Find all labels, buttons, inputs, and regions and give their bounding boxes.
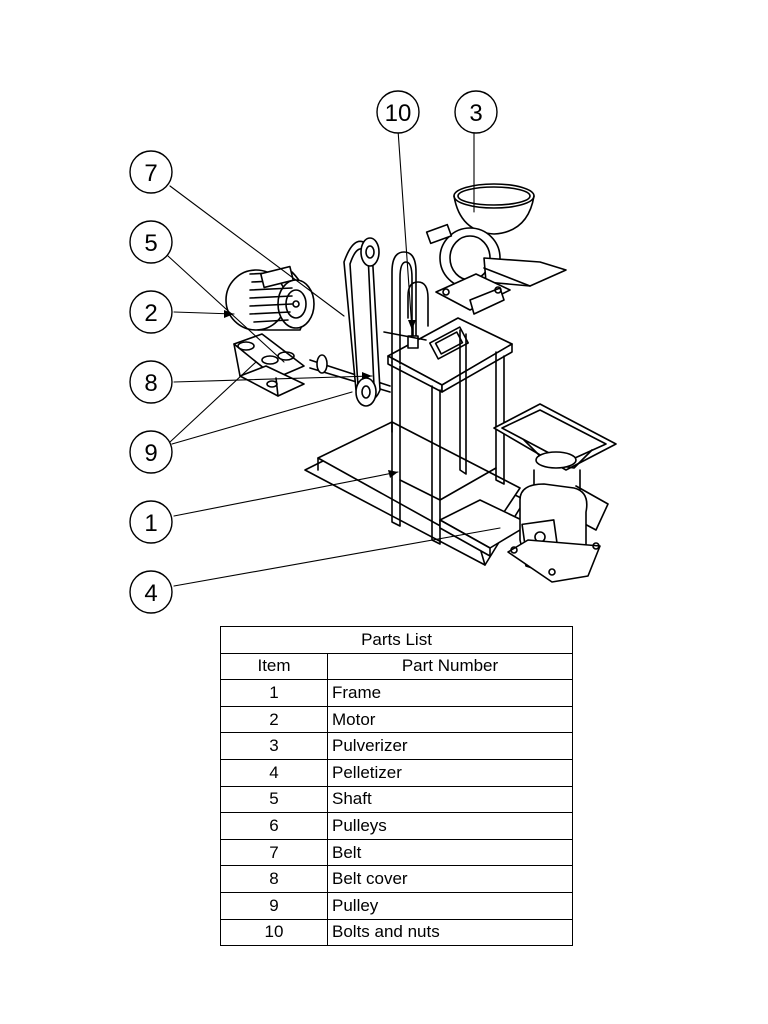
balloon-label: 5 [144,230,157,257]
column-header-part-number: Part Number [327,652,573,681]
leader-arrowheads [224,310,416,478]
pulley-drawing [355,237,380,407]
balloon-10: 10 [376,90,420,134]
item-number-cell: 6 [220,812,328,840]
part-name-cell: Belt cover [327,865,573,893]
part-name-cell: Pulleys [327,812,573,840]
frame-drawing [304,251,531,566]
column-header-item: Item [220,652,328,681]
motor-drawing [225,265,315,397]
part-name-cell: Shaft [327,785,573,814]
balloon-3: 3 [454,90,498,134]
bolts-drawing [383,325,427,349]
balloon-label: 2 [144,300,157,327]
part-name-cell: Pulverizer [327,732,573,760]
item-number-cell: 9 [220,891,328,920]
balloon-label: 9 [144,440,157,467]
parts-list-title-row: Parts List [220,626,573,654]
parts-list-title: Parts List [220,626,573,654]
assembly-drawing: 10 3 7 5 2 8 9 1 4 [129,90,617,614]
balloon-label: 7 [144,160,157,187]
part-name-cell: Pelletizer [327,758,573,787]
item-number-cell: 8 [220,865,328,893]
balloon-label: 8 [144,370,157,397]
part-name-cell: Frame [327,679,573,707]
leader-lines [167,129,501,587]
pulverizer-drawing [425,183,567,315]
balloon-2: 2 [129,290,173,334]
item-number-cell: 5 [220,785,328,814]
item-number-cell: 3 [220,732,328,760]
item-number-cell: 2 [220,705,328,734]
balloon-9: 9 [129,430,173,474]
balloon-label: 4 [144,580,157,607]
balloon-7: 7 [129,150,173,194]
balloon-4: 4 [129,570,173,614]
part-name-cell: Motor [327,705,573,734]
balloon-label: 10 [385,100,412,127]
balloon-1: 1 [129,500,173,544]
balloon-label: 3 [469,100,482,127]
item-number-cell: 1 [220,679,328,707]
item-number-cell: 10 [220,918,328,947]
parts-list-header-row: Item Part Number [220,652,573,681]
balloon-5: 5 [129,220,173,264]
part-name-cell: Pulley [327,891,573,920]
part-name-cell: Bolts and nuts [327,918,573,947]
item-number-cell: 4 [220,758,328,787]
item-number-cell: 7 [220,838,328,867]
balloon-label: 1 [144,510,157,537]
balloon-8: 8 [129,360,173,404]
part-name-cell: Belt [327,838,573,867]
pelletizer-drawing [493,403,617,583]
